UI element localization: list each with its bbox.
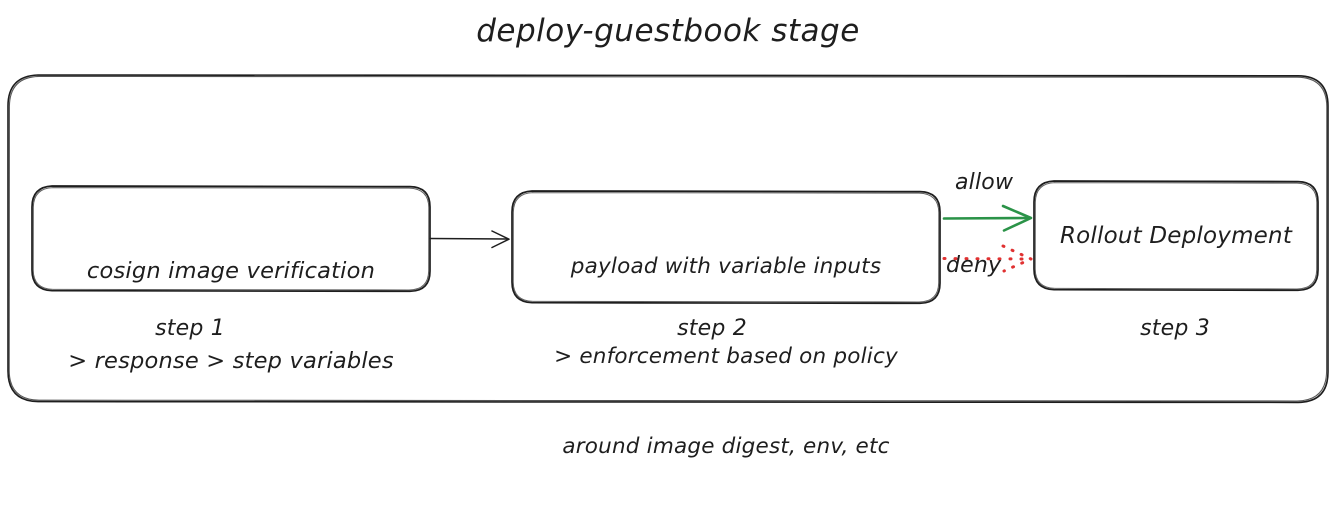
node-step2-line-1: payload with variable inputs xyxy=(570,254,882,279)
edge-allow-label: allow xyxy=(955,170,1014,195)
edge-step1-to-step2 xyxy=(429,230,510,249)
node-step2-step-label: step 2 xyxy=(677,316,747,341)
node-step2[interactable] xyxy=(511,190,941,305)
node-step1[interactable] xyxy=(31,185,431,293)
edge-deny-label: deny xyxy=(946,253,1002,278)
diagram-canvas xyxy=(7,74,1329,404)
node-step2-text: payload with variable inputs > enforceme… xyxy=(512,192,940,522)
node-step1-line-2: > response > step variables xyxy=(68,348,394,374)
edge-deny xyxy=(942,244,1033,273)
edge-allow xyxy=(942,204,1033,232)
deploy-guestbook-stage-container xyxy=(7,74,1329,404)
node-step1-line-1: cosign image verification xyxy=(86,258,376,284)
node-step3-step-label: step 3 xyxy=(1140,316,1210,341)
node-step1-step-label: step 1 xyxy=(155,316,225,341)
node-step3[interactable] xyxy=(1033,180,1319,292)
node-step3-text: Rollout Deployment xyxy=(1059,223,1293,249)
node-step2-line-2: > enforcement based on policy xyxy=(554,344,898,369)
diagram-text-layer: deploy-guestbook stage cosign image veri… xyxy=(68,13,1293,459)
page-title: deploy-guestbook stage xyxy=(476,13,860,49)
node-step2-line-3: around image digest, env, etc xyxy=(562,434,890,459)
node-step1-text: cosign image verification > response > s… xyxy=(32,196,430,436)
